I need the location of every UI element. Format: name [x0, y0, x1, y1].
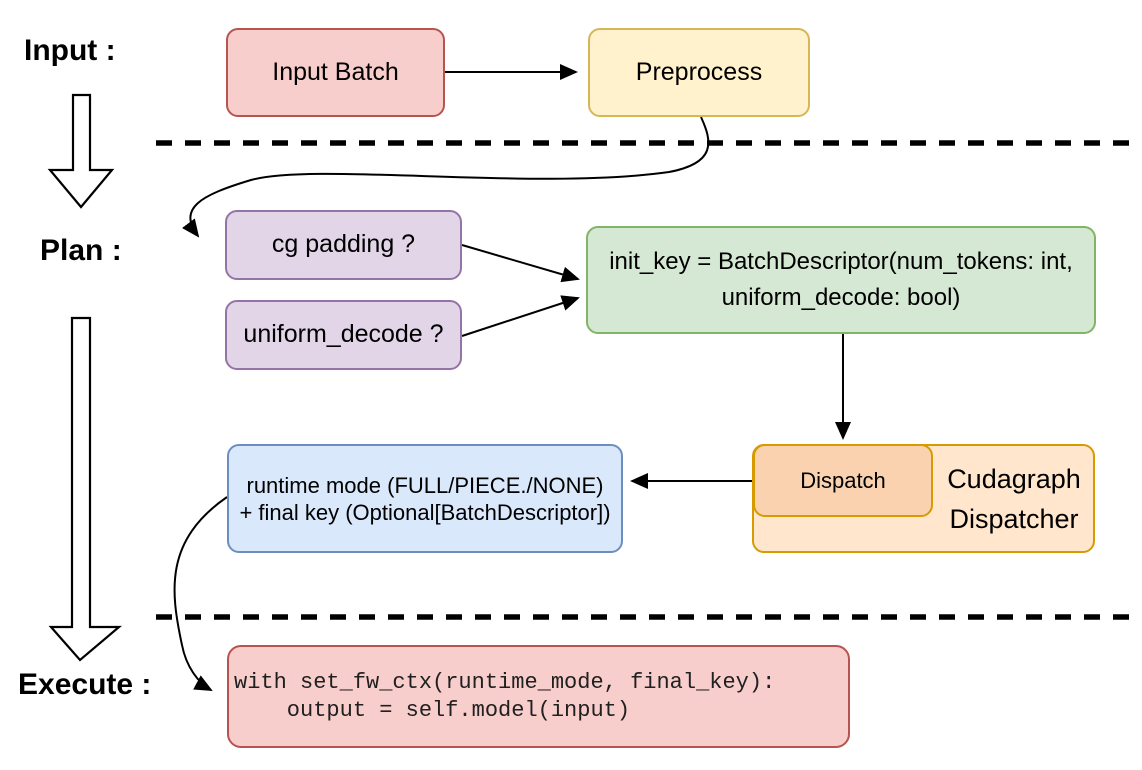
plan-to-execute-arrow	[48, 316, 123, 662]
cudagraph-dispatcher-label: Cudagraph Dispatcher	[933, 444, 1095, 553]
uniform-decode-node: uniform_decode ?	[225, 300, 462, 370]
cg-padding-label: cg padding ?	[271, 230, 416, 259]
cudagraph-dispatcher-line2: Dispatcher	[949, 503, 1079, 534]
execute-code-line1: with set_fw_ctx(runtime_mode, final_key)…	[234, 669, 776, 695]
edge-runtimemode-code	[173, 496, 228, 691]
runtime-mode-node: runtime mode (FULL/PIECE./NONE) + final …	[227, 444, 623, 553]
input-to-plan-arrow	[47, 93, 115, 209]
cg-padding-node: cg padding ?	[225, 210, 462, 280]
cudagraph-dispatcher-line1: Cudagraph	[947, 463, 1081, 494]
preprocess-node: Preprocess	[588, 28, 810, 117]
init-key-line2: uniform_decode: bool)	[721, 284, 961, 311]
init-key-line1: init_key = BatchDescriptor(num_tokens: i…	[609, 248, 1073, 275]
uniform-decode-label: uniform_decode ?	[243, 320, 444, 349]
section-label-input: Input :	[24, 34, 116, 67]
input-batch-label: Input Batch	[272, 57, 399, 86]
edge-cgpadding-initkey	[461, 244, 580, 283]
runtime-mode-line1: runtime mode (FULL/PIECE./NONE)	[246, 472, 604, 498]
execute-code-line2: output = self.model(input)	[234, 697, 631, 723]
input-batch-node: Input Batch	[226, 28, 445, 117]
edge-preprocess-cgpadding	[182, 116, 710, 238]
dispatch-label: Dispatch	[800, 467, 886, 493]
section-label-execute: Execute :	[18, 668, 152, 701]
init-key-node: init_key = BatchDescriptor(num_tokens: i…	[586, 226, 1096, 334]
execute-code-node: with set_fw_ctx(runtime_mode, final_key)…	[227, 645, 850, 748]
section-label-plan: Plan :	[40, 234, 122, 267]
edge-uniformdecode-initkey	[461, 295, 580, 337]
runtime-mode-line2: + final key (Optional[BatchDescriptor])	[239, 499, 611, 525]
preprocess-label: Preprocess	[635, 57, 763, 86]
dispatch-node: Dispatch	[753, 444, 933, 517]
